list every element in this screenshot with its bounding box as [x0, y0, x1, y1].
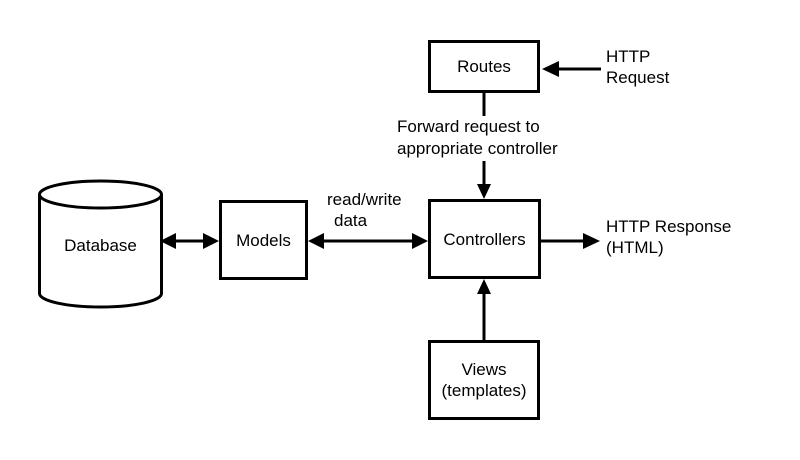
arrow-models-controllers-bidirectional	[308, 233, 428, 249]
label-http-response: HTTP Response (HTML)	[606, 217, 732, 257]
arrow-database-models-bidirectional	[160, 233, 219, 249]
database-cylinder-shape	[38, 179, 163, 309]
node-views: Views (templates)	[428, 340, 540, 420]
node-models-label: Models	[236, 230, 291, 250]
node-views-label-line1: Views	[461, 360, 507, 379]
label-http-request: HTTP Request	[606, 47, 670, 87]
node-views-label-line2: (templates)	[441, 381, 527, 400]
node-database-label: Database	[64, 236, 137, 255]
arrow-controllers-to-http-response	[541, 233, 600, 249]
arrow-routes-to-controllers	[477, 93, 491, 199]
node-routes: Routes	[428, 40, 540, 93]
node-routes-label: Routes	[457, 57, 511, 76]
node-models: Models	[219, 200, 308, 280]
node-controllers: Controllers	[428, 199, 541, 279]
arrow-views-to-controllers	[477, 279, 491, 340]
label-forward-request: Forward request to appropriate controlle…	[397, 117, 558, 158]
arrow-http-request-to-routes	[542, 61, 601, 77]
label-read-write-data: read/write data	[327, 190, 402, 230]
node-controllers-label: Controllers	[443, 229, 526, 249]
